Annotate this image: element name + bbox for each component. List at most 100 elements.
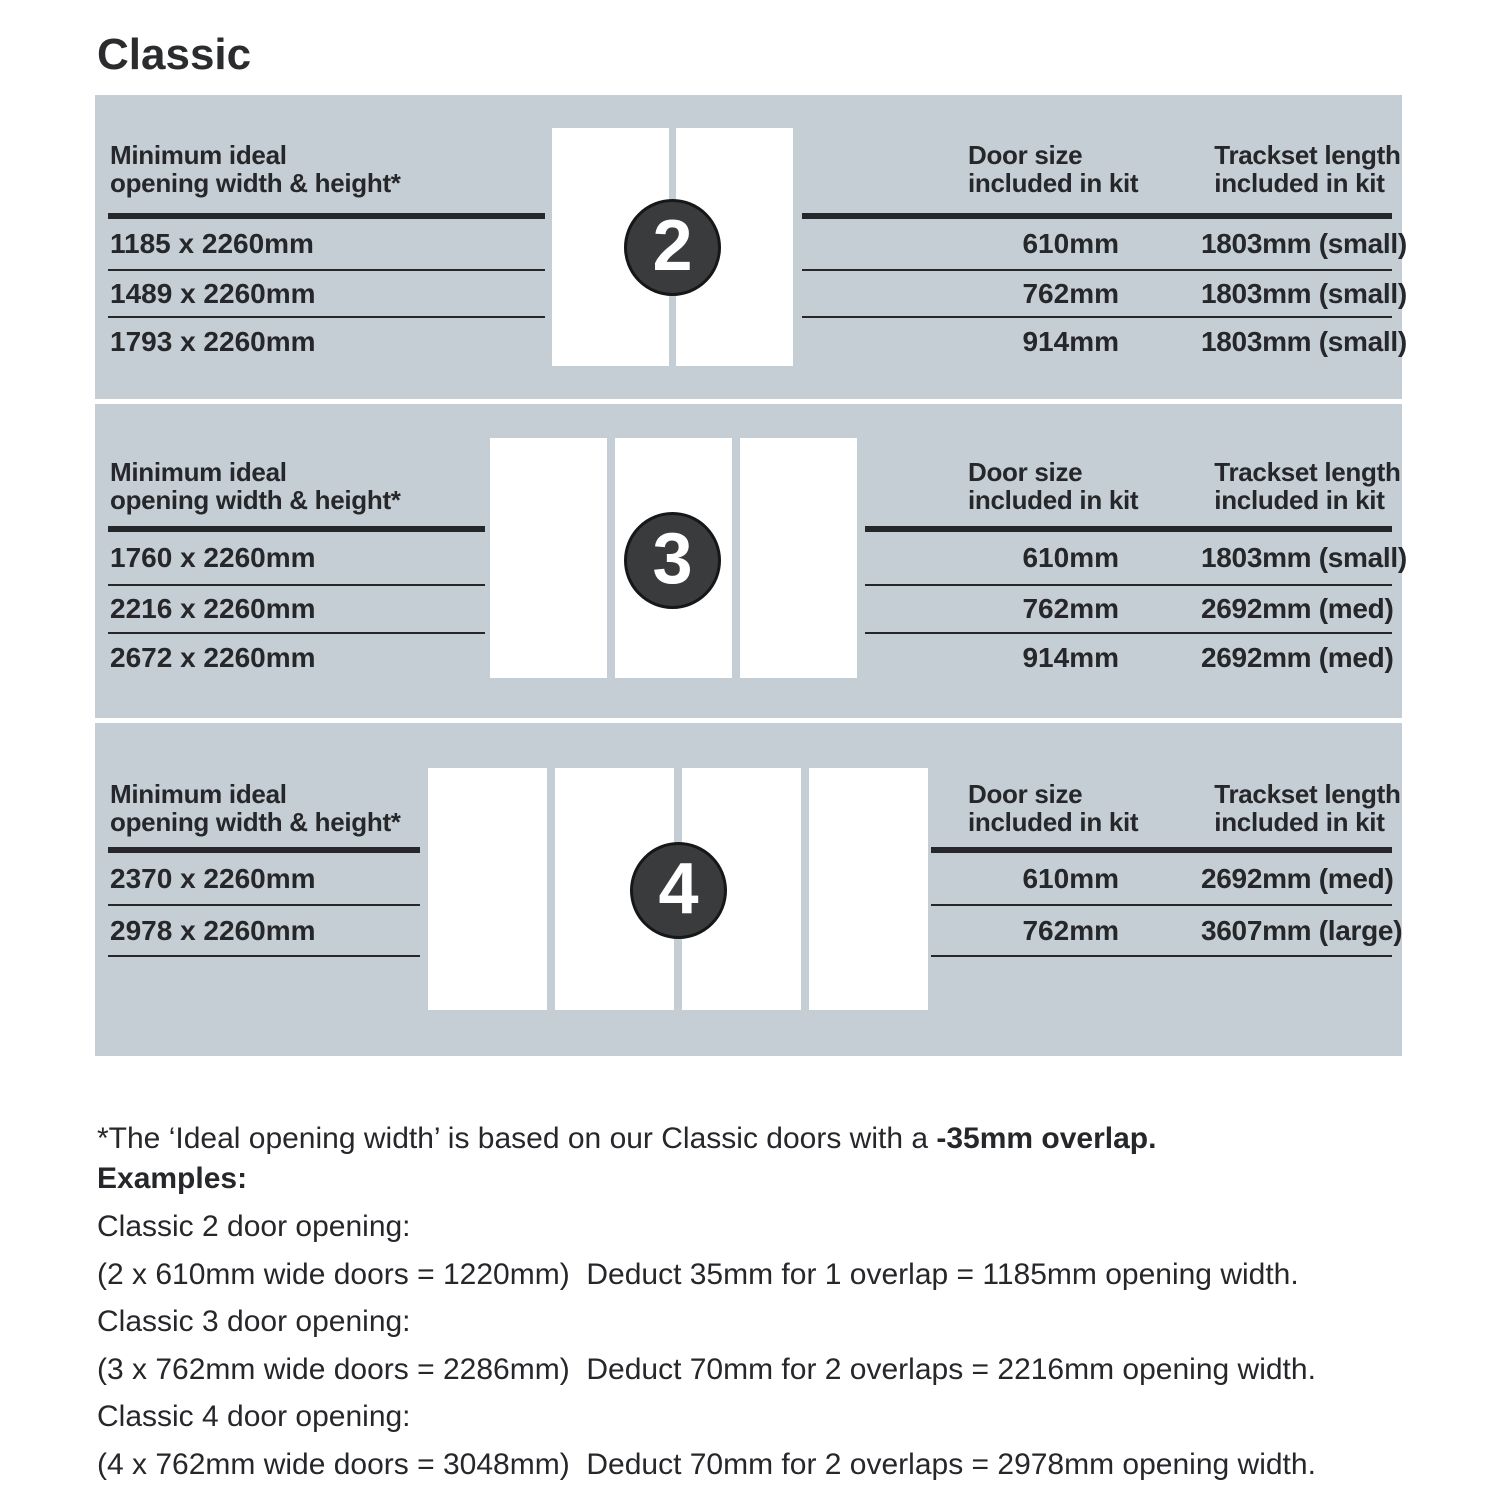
opening-rows: 1185 x 2260mm 1489 x 2260mm 1793 x 2260m…: [108, 219, 545, 365]
footnote-bold-text: -35mm overlap.: [936, 1122, 1157, 1155]
table-row: 1185 x 2260mm: [108, 219, 545, 271]
table-row: 610mm 2692mm (med): [931, 853, 1394, 906]
footnote-text: *The ‘Ideal opening width’ is based on o…: [97, 1122, 937, 1155]
door-panel: [490, 438, 607, 678]
door-panel: [809, 768, 928, 1010]
opening-header: Minimum ideal opening width & height*: [110, 141, 401, 197]
door-size-header: Door size included in kit: [968, 457, 1139, 515]
opening-value: 2672 x 2260mm: [110, 641, 316, 673]
door-count: 3: [652, 518, 693, 599]
trackset-value: 2692mm (med): [1201, 593, 1394, 624]
table-row: 2672 x 2260mm: [108, 634, 485, 681]
trackset-header: Trackset length included in kit: [1214, 779, 1401, 837]
header-rule: [108, 213, 545, 219]
opening-value: 1489 x 2260mm: [110, 277, 316, 309]
door-count: 2: [652, 205, 693, 286]
page-title: Classic: [97, 30, 252, 79]
opening-rows: 2370 x 2260mm 2978 x 2260mm: [108, 853, 420, 957]
opening-value: 1793 x 2260mm: [110, 325, 316, 357]
kit-table-header: Door size included in kit Trackset lengt…: [802, 140, 1401, 198]
door-count: 4: [658, 848, 699, 929]
door-size-value: 610mm: [1022, 542, 1119, 573]
example-line: Classic 3 door opening:: [97, 1305, 411, 1338]
opening-value: 2978 x 2260mm: [110, 914, 316, 946]
door-size-header: Door size included in kit: [968, 140, 1139, 198]
door-size-value: 610mm: [1022, 862, 1119, 894]
trackset-value: 1803mm (small): [1201, 325, 1407, 357]
table-row: 762mm 2692mm (med): [865, 586, 1394, 634]
header-rule: [108, 847, 420, 853]
door-size-value: 610mm: [1022, 228, 1119, 259]
kit-rows: 610mm 2692mm (med) 762mm 3607mm (large): [931, 853, 1403, 957]
trackset-value: 3607mm (large): [1201, 914, 1403, 946]
opening-value: 2216 x 2260mm: [110, 593, 316, 624]
header-rule: [931, 847, 1392, 853]
door-diagram-2: [552, 128, 793, 366]
opening-header-line2: opening width & height*: [110, 168, 401, 198]
header-rule: [108, 526, 485, 532]
header-rule: [865, 526, 1392, 532]
opening-header-line1: Minimum ideal: [110, 140, 287, 170]
example-line: (2 x 610mm wide doors = 1220mm) Deduct 3…: [97, 1257, 1299, 1291]
example-line: Classic 4 door opening:: [97, 1400, 411, 1433]
trackset-value: 1803mm (small): [1201, 277, 1407, 309]
section-4-door: Minimum ideal opening width & height* 23…: [95, 723, 1403, 1056]
opening-value: 2370 x 2260mm: [110, 862, 316, 894]
opening-size-table-3door: Minimum ideal opening width & height* 17…: [108, 404, 485, 718]
door-count-badge: 4: [630, 842, 727, 939]
door-size-value: 762mm: [1022, 914, 1119, 946]
examples-list: Classic 2 door opening: (2 x 610mm wide …: [97, 1203, 1316, 1488]
table-row: 1760 x 2260mm: [108, 532, 485, 586]
trackset-header: Trackset length included in kit: [1214, 457, 1401, 515]
table-row: 762mm 3607mm (large): [931, 906, 1403, 957]
example-line: (4 x 762mm wide doors = 3048mm) Deduct 7…: [97, 1447, 1316, 1481]
opening-value: 1760 x 2260mm: [110, 542, 316, 573]
spec-board: Minimum ideal opening width & height* 11…: [95, 95, 1407, 1056]
opening-size-table-4door: Minimum ideal opening width & height* 23…: [108, 723, 420, 1056]
door-size-value: 914mm: [1022, 325, 1119, 357]
table-row: 2978 x 2260mm: [108, 906, 420, 957]
kit-table-header: Door size included in kit Trackset lengt…: [931, 779, 1401, 837]
table-row: 1489 x 2260mm: [108, 271, 545, 318]
kit-table-header: Door size included in kit Trackset lengt…: [865, 457, 1401, 515]
trackset-value: 1803mm (small): [1201, 228, 1407, 259]
door-count-badge: 2: [624, 199, 721, 296]
opening-header-line1: Minimum ideal: [110, 457, 287, 487]
table-row: 2370 x 2260mm: [108, 853, 420, 906]
door-size-header: Door size included in kit: [968, 779, 1139, 837]
door-size-value: 762mm: [1022, 593, 1119, 624]
example-line: Classic 2 door opening:: [97, 1210, 411, 1243]
opening-size-table-2door: Minimum ideal opening width & height* 11…: [108, 95, 545, 399]
header-rule: [802, 213, 1392, 219]
table-row: 1793 x 2260mm: [108, 318, 545, 365]
trackset-value: 2692mm (med): [1201, 641, 1394, 673]
table-row: 914mm 2692mm (med): [865, 634, 1394, 681]
door-count-badge: 3: [624, 512, 721, 609]
table-row: 2216 x 2260mm: [108, 586, 485, 634]
door-panel: [740, 438, 857, 678]
example-line: (3 x 762mm wide doors = 2286mm) Deduct 7…: [97, 1352, 1316, 1386]
table-row: 762mm 1803mm (small): [802, 271, 1407, 318]
examples-heading: Examples:: [97, 1162, 248, 1195]
opening-header-line2: opening width & height*: [110, 485, 401, 515]
kit-rows: 610mm 1803mm (small) 762mm 1803mm (small…: [802, 219, 1407, 365]
door-size-value: 914mm: [1022, 641, 1119, 673]
opening-rows: 1760 x 2260mm 2216 x 2260mm 2672 x 2260m…: [108, 532, 485, 681]
trackset-value: 1803mm (small): [1201, 542, 1407, 573]
section-2-door: Minimum ideal opening width & height* 11…: [95, 95, 1407, 399]
overlap-footnote: *The ‘Ideal opening width’ is based on o…: [97, 1121, 1156, 1157]
table-row: 610mm 1803mm (small): [802, 219, 1407, 271]
table-row: 914mm 1803mm (small): [802, 318, 1407, 365]
section-3-door: Minimum ideal opening width & height* 17…: [95, 404, 1407, 718]
door-size-value: 762mm: [1022, 277, 1119, 309]
door-panel: [428, 768, 547, 1010]
table-row: 610mm 1803mm (small): [865, 532, 1407, 586]
trackset-header: Trackset length included in kit: [1214, 140, 1401, 198]
kit-rows: 610mm 1803mm (small) 762mm 2692mm (med) …: [865, 532, 1407, 681]
opening-header-line2: opening width & height*: [110, 807, 401, 837]
opening-header: Minimum ideal opening width & height*: [110, 780, 401, 836]
opening-header: Minimum ideal opening width & height*: [110, 458, 401, 514]
opening-value: 1185 x 2260mm: [110, 228, 314, 259]
opening-header-line1: Minimum ideal: [110, 779, 287, 809]
